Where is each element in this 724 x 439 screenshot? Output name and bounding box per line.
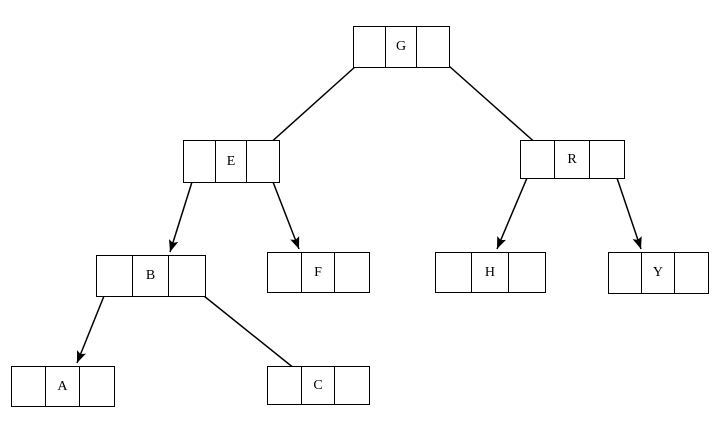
tree-edge-R-to-H xyxy=(496,177,528,250)
node-Y-left-pointer-cell xyxy=(609,253,642,293)
tree-node-R[interactable]: R xyxy=(520,140,625,179)
node-H-right-pointer-cell xyxy=(509,253,545,292)
edges-group xyxy=(76,65,642,378)
tree-node-E[interactable]: E xyxy=(183,140,280,183)
node-A-left-pointer-cell xyxy=(12,367,46,406)
node-B-left-pointer-cell xyxy=(97,256,133,296)
node-F-left-pointer-cell xyxy=(268,253,302,292)
tree-node-F[interactable]: F xyxy=(267,252,370,293)
node-G-key-cell: G xyxy=(386,27,418,67)
tree-node-B[interactable]: B xyxy=(96,255,206,297)
tree-node-G[interactable]: G xyxy=(353,26,450,68)
node-Y-key-cell: Y xyxy=(642,253,675,293)
node-B-right-pointer-cell xyxy=(169,256,205,296)
tree-node-H[interactable]: H xyxy=(435,252,546,293)
node-E-key-cell: E xyxy=(216,141,248,182)
tree-edge-E-to-F xyxy=(272,181,300,250)
node-C-left-pointer-cell xyxy=(268,367,302,404)
node-Y-right-pointer-cell xyxy=(675,253,708,293)
node-E-right-pointer-cell xyxy=(247,141,279,182)
node-A-key-cell: A xyxy=(46,367,80,406)
node-R-key-cell: R xyxy=(555,141,590,178)
node-F-key-cell: F xyxy=(302,253,336,292)
tree-node-A[interactable]: A xyxy=(11,366,115,407)
tree-edge-B-to-C xyxy=(203,295,306,378)
node-B-key-cell: B xyxy=(133,256,169,296)
tree-node-Y[interactable]: Y xyxy=(608,252,709,294)
node-H-left-pointer-cell xyxy=(436,253,473,292)
tree-edge-B-to-A xyxy=(76,295,105,364)
node-F-right-pointer-cell xyxy=(335,253,369,292)
node-R-left-pointer-cell xyxy=(521,141,556,178)
node-A-right-pointer-cell xyxy=(80,367,114,406)
node-C-key-cell: C xyxy=(302,367,336,404)
node-E-left-pointer-cell xyxy=(184,141,216,182)
node-R-right-pointer-cell xyxy=(590,141,624,178)
node-H-key-cell: H xyxy=(472,253,509,292)
node-G-right-pointer-cell xyxy=(417,27,449,67)
node-C-right-pointer-cell xyxy=(335,367,369,404)
node-G-left-pointer-cell xyxy=(354,27,386,67)
tree-node-C[interactable]: C xyxy=(267,366,370,405)
tree-edge-R-to-Y xyxy=(616,177,642,250)
tree-edge-E-to-B xyxy=(169,181,193,253)
